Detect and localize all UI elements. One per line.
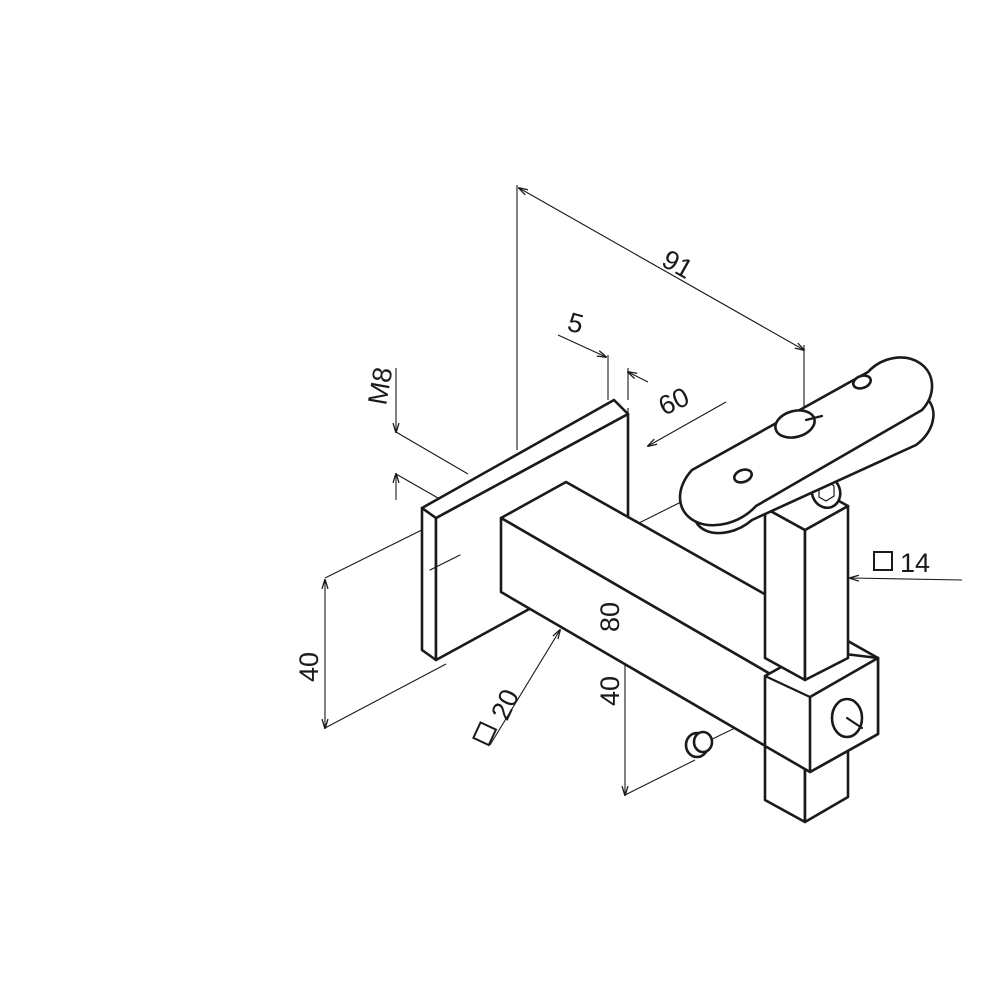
dimension-40-bottom: 40	[595, 676, 625, 706]
square-profile-icon	[472, 721, 498, 747]
dimension-5: 5	[564, 307, 586, 340]
saddle-plate	[678, 356, 935, 535]
dimension-40-left: 40	[294, 652, 324, 682]
dimension-square-20: 20	[485, 685, 525, 725]
dimension-91: 91	[657, 244, 698, 285]
q-logo-icon	[774, 409, 824, 439]
square-profile-icon	[873, 551, 893, 571]
dimension-60: 60	[654, 382, 694, 422]
vertical-post	[763, 482, 850, 682]
dimension-80: 80	[595, 602, 625, 632]
dimension-m8: M8	[362, 365, 398, 407]
set-screw	[684, 730, 714, 759]
dimension-square-14: 14	[900, 548, 930, 578]
q-logo-icon	[830, 697, 864, 739]
